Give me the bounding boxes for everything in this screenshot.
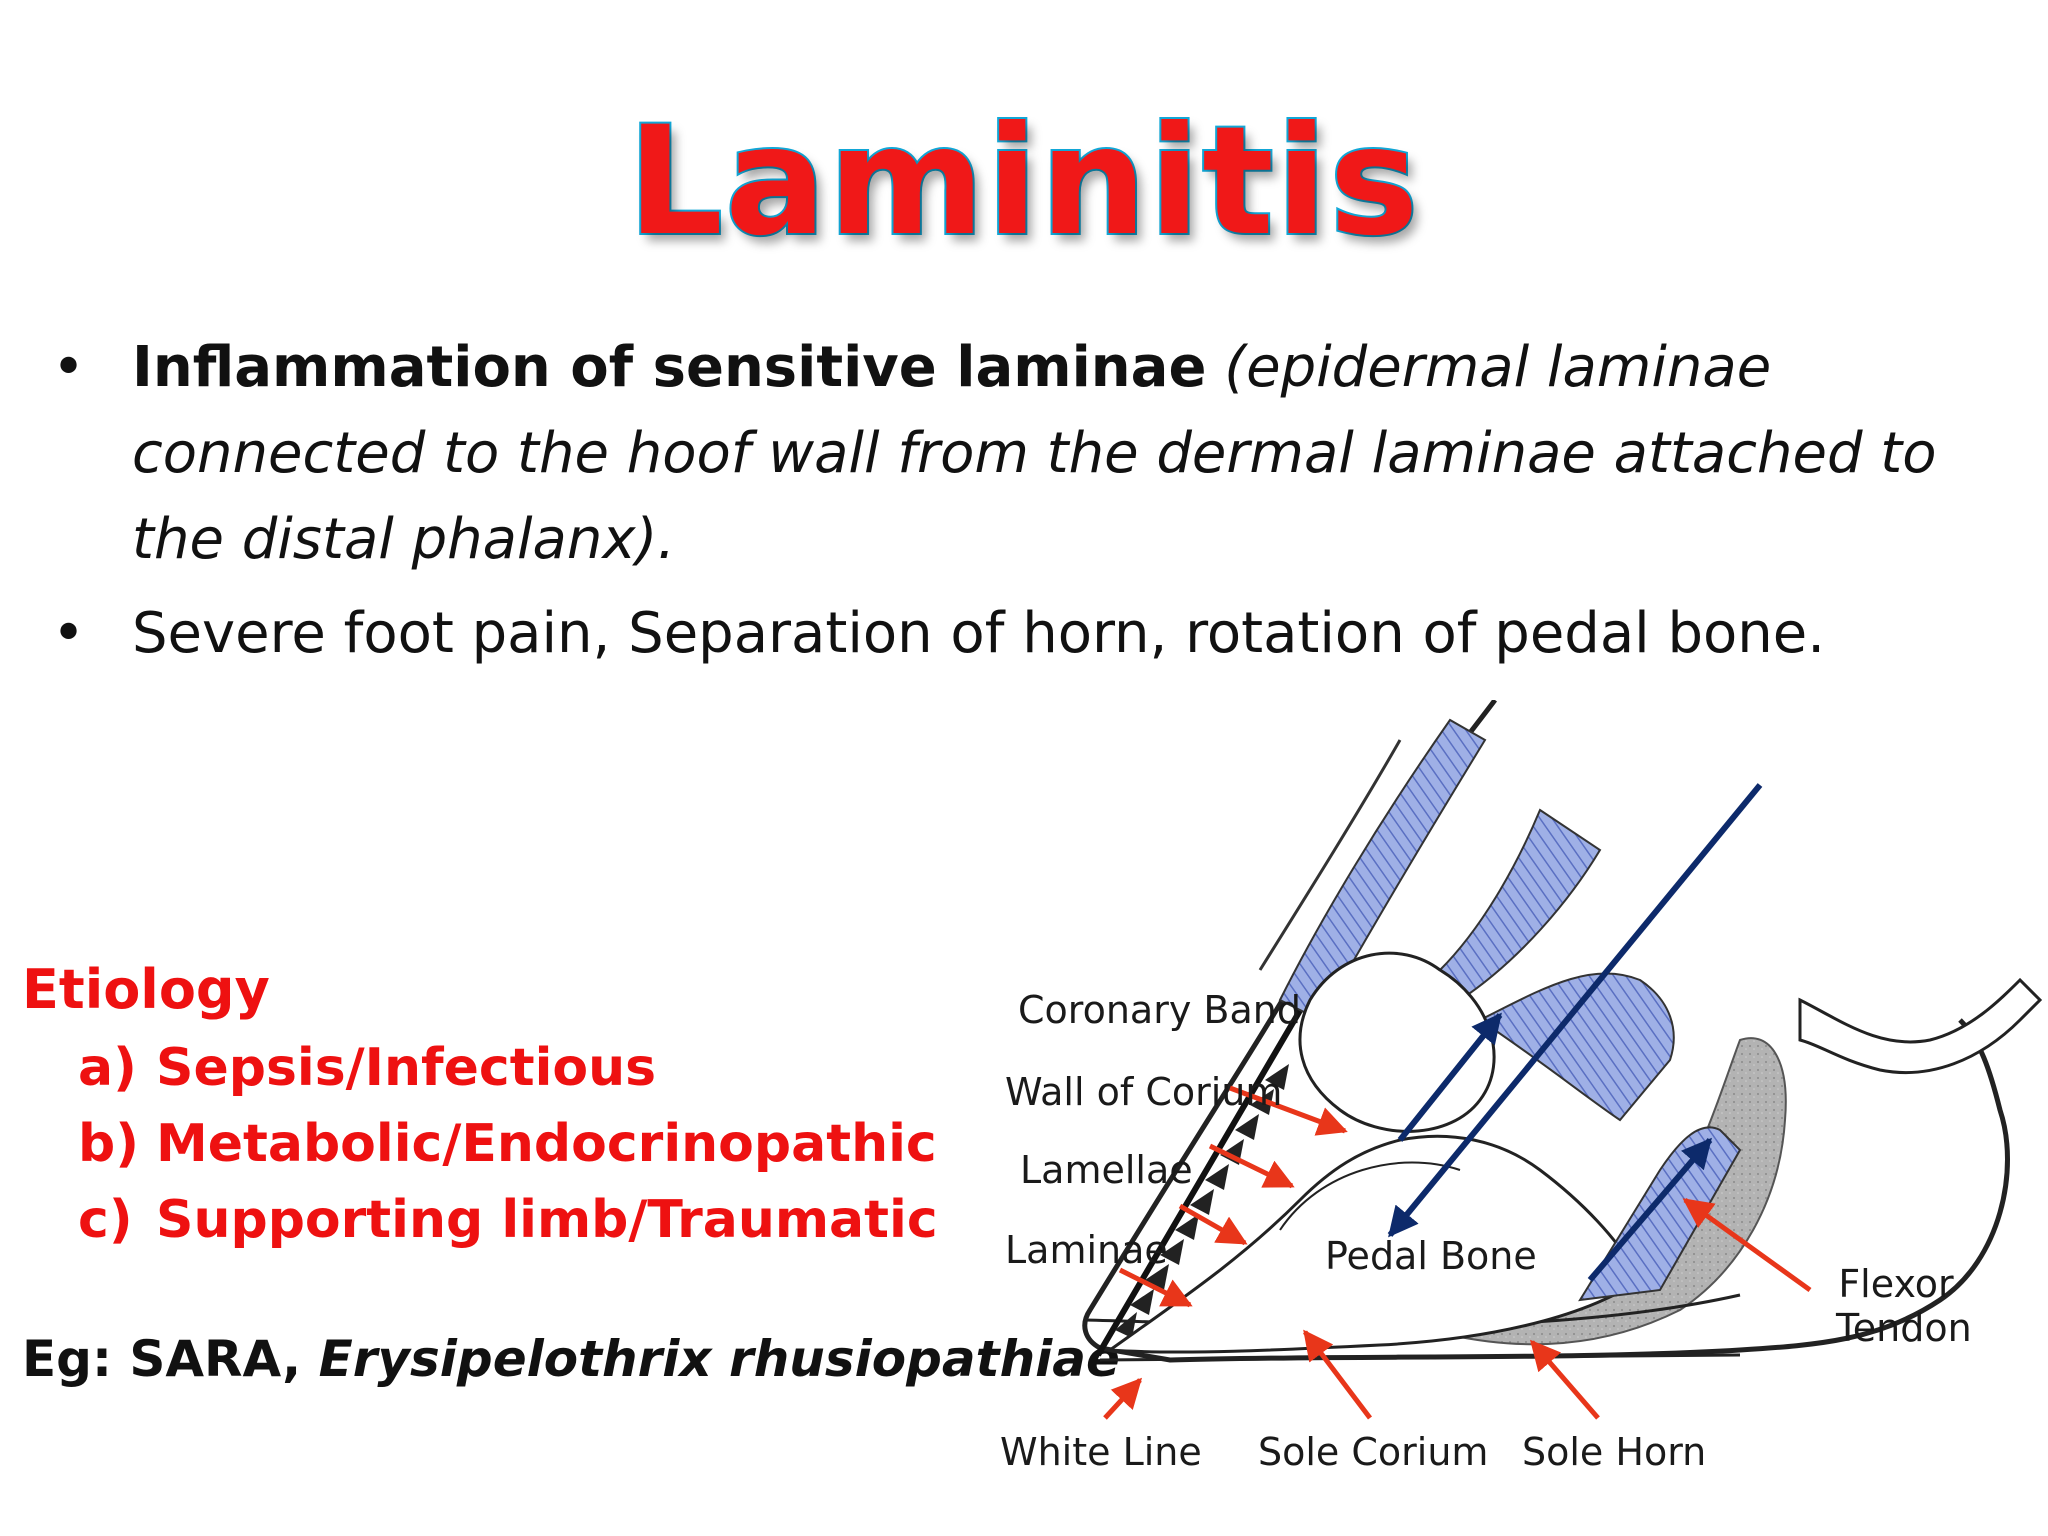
label-laminae: Laminae bbox=[1005, 1228, 1168, 1272]
example-organism: Erysipelothrix rhusiopathiae bbox=[318, 1330, 1120, 1388]
etiology-item-letter: c) bbox=[78, 1190, 133, 1250]
bullet-item-symptoms: • Severe foot pain, Separation of horn, … bbox=[52, 591, 2012, 677]
pedal-bone bbox=[1105, 1134, 1642, 1354]
label-arrows bbox=[1103, 1085, 1812, 1420]
label-flexor-line2: Tendon bbox=[1836, 1306, 1972, 1350]
fetlock-hair bbox=[1798, 977, 2043, 1075]
etiology-item-text: Supporting limb/Traumatic bbox=[156, 1190, 938, 1250]
front-arrow bbox=[1397, 1012, 1503, 1142]
label-sole-horn: Sole Horn bbox=[1522, 1430, 1707, 1474]
axis-arrow bbox=[1387, 783, 1763, 1238]
flexor-arrow bbox=[1587, 1137, 1713, 1282]
bullet-dot: • bbox=[52, 601, 86, 666]
etiology-item: a) Sepsis/Infectious bbox=[22, 1030, 938, 1106]
bullet-text: Severe foot pain, Separation of horn, ro… bbox=[132, 601, 1826, 666]
label-sole-corium: Sole Corium bbox=[1258, 1430, 1489, 1474]
bullet-italic-text: (epidermal laminae connected to the hoof… bbox=[132, 335, 1937, 572]
label-flexor-line1: Flexor bbox=[1838, 1262, 1954, 1306]
bullet-dot: • bbox=[52, 335, 86, 400]
bullet-item-inflammation: • Inflammation of sensitive laminae (epi… bbox=[52, 325, 2012, 583]
example-line: Eg: SARA, Erysipelothrix rhusiopathiae bbox=[22, 1330, 1120, 1388]
label-lamellae: Lamellae bbox=[1020, 1148, 1193, 1192]
etiology-heading: Etiology bbox=[22, 958, 270, 1021]
label-coronary-band: Coronary Band bbox=[1018, 988, 1301, 1032]
flexor-tendon-upper bbox=[1438, 808, 1602, 1002]
etiology-item: c) Supporting limb/Traumatic bbox=[22, 1182, 938, 1258]
etiology-item-text: Sepsis/Infectious bbox=[156, 1038, 657, 1098]
hoof-diagram: Coronary Band Wall of Corium Lamellae La… bbox=[980, 700, 2048, 1536]
etiology-item-letter: b) bbox=[78, 1114, 139, 1174]
laminae-teeth bbox=[1115, 1064, 1289, 1338]
extensor-tendon bbox=[1278, 718, 1487, 1022]
label-wall-of-corium: Wall of Corium bbox=[1005, 1070, 1283, 1114]
etiology-item-text: Metabolic/Endocrinopathic bbox=[156, 1114, 937, 1174]
label-flexor-tendon: Flexor Tendon bbox=[1836, 1262, 1972, 1350]
bullet-list: • Inflammation of sensitive laminae (epi… bbox=[52, 325, 2012, 677]
label-pedal-bone: Pedal Bone bbox=[1325, 1234, 1537, 1278]
example-prefix: Eg: SARA, bbox=[22, 1330, 319, 1388]
bullet-bold-text: Inflammation of sensitive laminae bbox=[132, 335, 1207, 400]
deep-flexor-tendon bbox=[1578, 1126, 1742, 1302]
etiology-section: Etiology a) Sepsis/Infectious b) Metabolic… bbox=[22, 950, 938, 1258]
label-white-line: White Line bbox=[1000, 1430, 1202, 1474]
slide-title: Laminitis bbox=[625, 93, 1421, 271]
etiology-item: b) Metabolic/Endocrinopathic bbox=[22, 1106, 938, 1182]
hoof-diagram-drawing bbox=[1082, 700, 2043, 1420]
etiology-item-letter: a) bbox=[78, 1038, 137, 1098]
